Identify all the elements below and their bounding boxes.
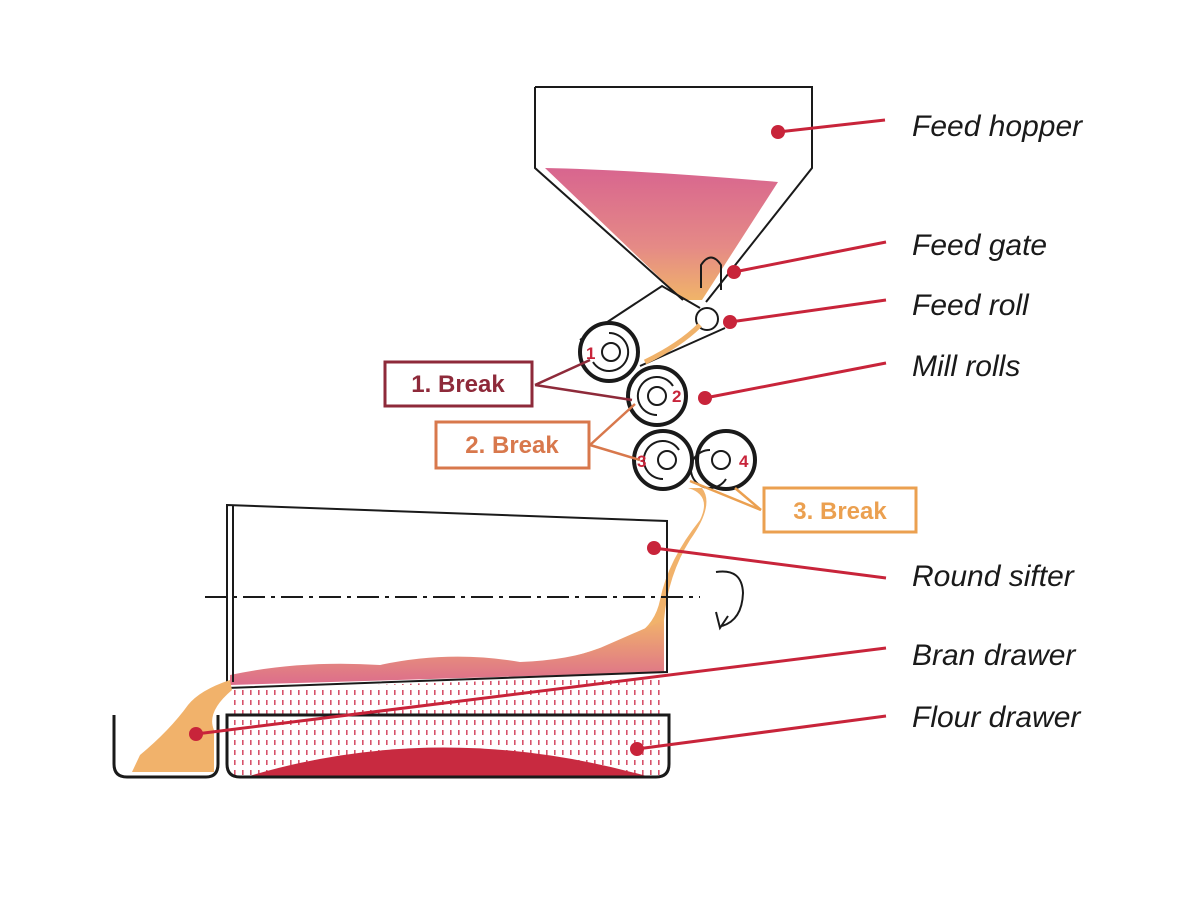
mill-roll-3: 3	[632, 429, 694, 491]
label-mill-rolls: Mill rolls	[912, 350, 1020, 383]
label-feed-hopper: Feed hopper	[912, 110, 1083, 143]
roll-4-number: 4	[739, 452, 749, 471]
bran-drawer	[112, 715, 220, 779]
flour-pile	[246, 747, 650, 777]
round-sifter	[226, 503, 668, 690]
flour-drawer	[225, 713, 671, 779]
svg-text:2. Break: 2. Break	[465, 432, 559, 459]
svg-text:3. Break: 3. Break	[793, 498, 887, 525]
mill-roll-1: 1	[578, 321, 640, 383]
feed-hopper	[534, 86, 813, 303]
break-3-label: 3. Break	[689, 479, 918, 534]
roll-1-number: 1	[586, 344, 595, 363]
break-1-label: 1. Break	[383, 358, 633, 408]
break-2-label: 2. Break	[434, 403, 641, 470]
feed-gate	[700, 256, 722, 290]
feed-roll	[695, 307, 719, 331]
label-flour-drawer: Flour drawer	[912, 701, 1081, 734]
label-feed-gate: Feed gate	[912, 229, 1047, 262]
label-feed-roll: Feed roll	[912, 289, 1030, 322]
callout-leaders	[195, 118, 887, 751]
label-round-sifter: Round sifter	[912, 560, 1075, 593]
roll-2-number: 2	[672, 387, 681, 406]
mill-roll-2: 2	[626, 365, 688, 427]
roll-3-number: 3	[637, 452, 646, 471]
label-bran-drawer: Bran drawer	[912, 639, 1076, 672]
flour-fall	[230, 675, 664, 778]
bran-stream	[132, 680, 232, 772]
rotation-arrow-icon	[715, 570, 745, 631]
mill-roll-4: 4	[689, 429, 757, 491]
sifter-material	[230, 620, 664, 685]
callout-dots	[189, 125, 785, 756]
svg-text:1. Break: 1. Break	[411, 371, 505, 398]
